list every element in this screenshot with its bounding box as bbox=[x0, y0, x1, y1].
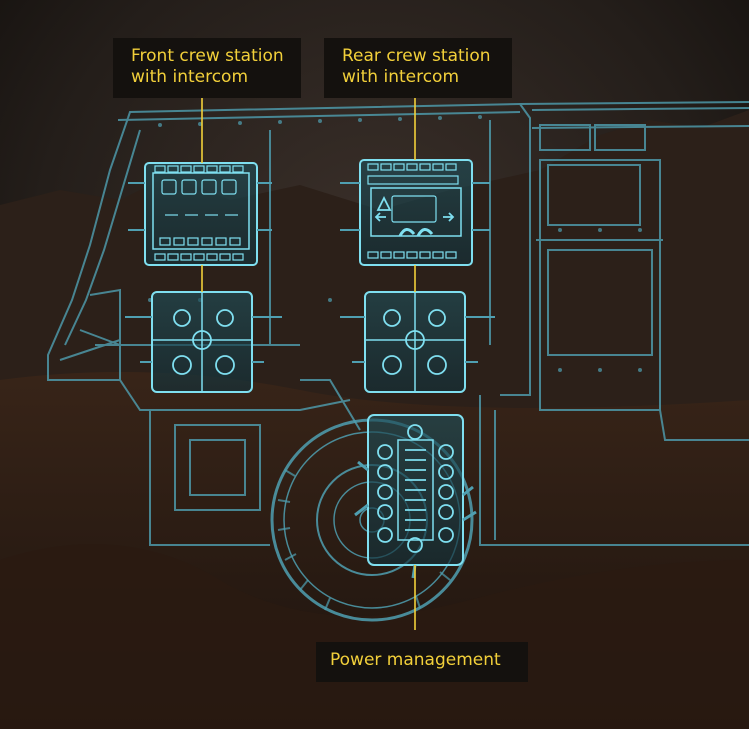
power-unit-cables bbox=[354, 460, 477, 579]
rear-panel-icons bbox=[374, 195, 455, 237]
front-box-mounts bbox=[125, 316, 282, 363]
front-station-label: Front crew station with intercom bbox=[113, 38, 301, 98]
arrow-left-icon bbox=[374, 212, 386, 222]
triangle-warning-icon bbox=[376, 195, 392, 211]
front-station-label-line2: with intercom bbox=[131, 67, 249, 87]
rear-station-label: Rear crew station with intercom bbox=[324, 38, 512, 98]
front-station-label-line1: Front crew station bbox=[131, 46, 284, 66]
vehicle-outline bbox=[47, 101, 749, 546]
background-rocks bbox=[0, 544, 749, 729]
rear-panel-mounts bbox=[340, 182, 490, 231]
power-unit-connectors bbox=[377, 424, 454, 553]
rear-station-label-line2: with intercom bbox=[342, 67, 460, 87]
front-panel-mounts bbox=[128, 182, 272, 231]
rear-knobs bbox=[382, 309, 447, 375]
power-management-label-text: Power management bbox=[330, 650, 501, 670]
rear-box-mounts bbox=[340, 316, 495, 363]
rear-intercom-panel bbox=[359, 159, 473, 266]
wheel-tread bbox=[277, 469, 451, 611]
front-panel-buttons bbox=[154, 165, 244, 261]
leader-lines bbox=[201, 98, 416, 630]
rear-control-box bbox=[364, 291, 466, 393]
rear-station-label-line1: Rear crew station bbox=[342, 46, 491, 66]
arrow-right-icon bbox=[443, 212, 455, 222]
rear-panel-buttons bbox=[367, 163, 459, 259]
front-knobs bbox=[172, 309, 235, 375]
front-intercom-panel bbox=[144, 162, 258, 266]
speaker-knob-icon bbox=[192, 330, 212, 350]
power-management-label: Power management bbox=[316, 642, 528, 682]
front-control-box bbox=[151, 291, 253, 393]
vehicle-rivets bbox=[148, 115, 642, 372]
